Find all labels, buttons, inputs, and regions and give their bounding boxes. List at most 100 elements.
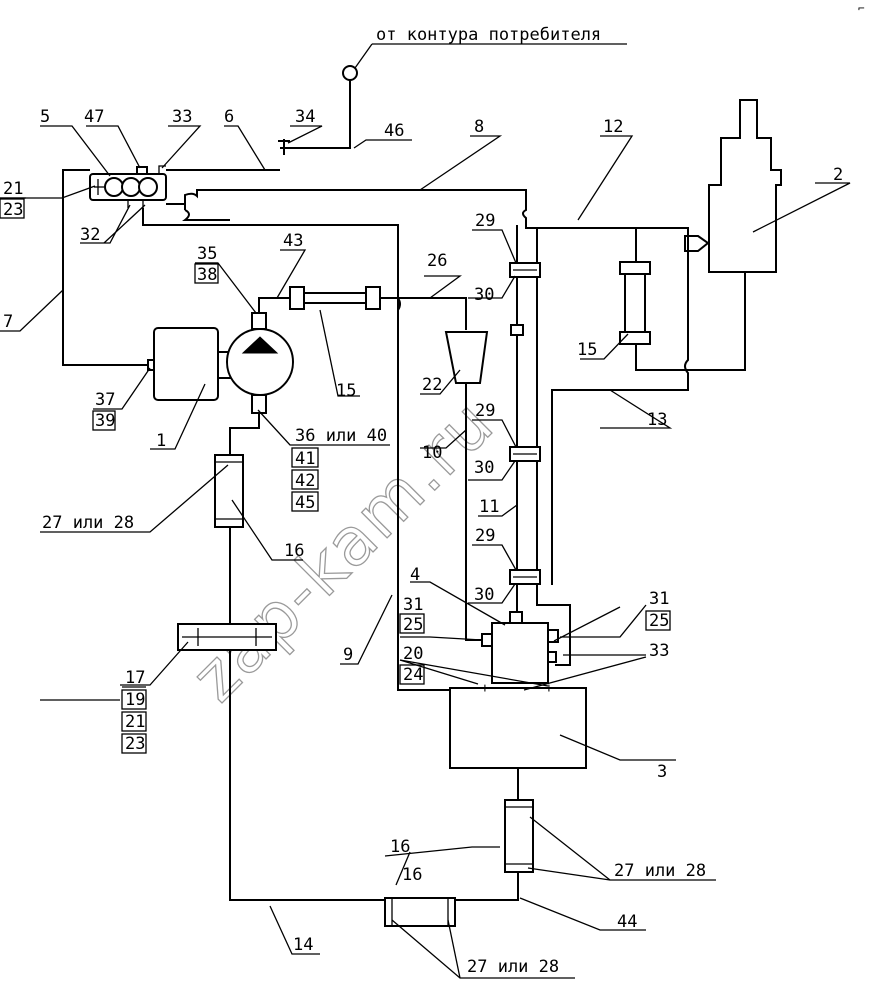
expansion-tank-22 [444, 331, 489, 384]
label-14: 14 [293, 935, 313, 955]
label-45: 45 [295, 493, 315, 513]
title-leader [354, 43, 373, 69]
label-39: 39 [95, 411, 115, 431]
pipe-11-outer [536, 228, 571, 666]
label-37: 37 [95, 390, 115, 410]
pipe-26 [380, 297, 467, 691]
label-21-a: 21 [3, 179, 23, 199]
label-32: 32 [80, 225, 100, 245]
label-27-28-a: 27 или 28 [42, 513, 134, 533]
label-47: 47 [84, 107, 104, 127]
label-13: 13 [647, 410, 667, 430]
filter-16-a [214, 454, 244, 528]
label-35: 35 [197, 244, 217, 264]
label-30-b: 30 [474, 458, 494, 478]
label-33-b: 33 [649, 641, 669, 661]
label-34: 34 [295, 107, 315, 127]
label-9: 9 [343, 645, 353, 665]
sightglass-29-30-b [509, 446, 541, 462]
label-7: 7 [3, 312, 13, 332]
label-1: 1 [156, 431, 166, 451]
filter-15-pump-line [289, 286, 381, 310]
label-8: 8 [474, 117, 484, 137]
label-16-c: 16 [402, 865, 422, 885]
label-23-a: 23 [3, 200, 23, 220]
sensor-on-pipe-11 [510, 324, 524, 336]
filter-16-c [384, 897, 456, 927]
boiler-2-connector [684, 235, 710, 252]
label-41: 41 [295, 449, 315, 469]
label-31-a: 31 [403, 595, 423, 615]
block-4 [491, 622, 549, 684]
label-30-c: 30 [474, 585, 494, 605]
label-42: 42 [295, 471, 315, 491]
label-29-a: 29 [475, 211, 495, 231]
pipe-44-lower [455, 872, 519, 901]
sightglass-29-30-c [509, 569, 541, 585]
label-10: 10 [422, 443, 442, 463]
label-23-b: 23 [125, 734, 145, 754]
heater-17 [177, 623, 277, 651]
label-5: 5 [40, 107, 50, 127]
label-11: 11 [479, 497, 499, 517]
labels: 1 2 3 4 5 6 7 8 9 10 11 12 13 14 15 15 1… [3, 107, 843, 977]
valve-34 [278, 139, 290, 155]
tank-3 [449, 687, 587, 769]
label-46: 46 [384, 121, 404, 141]
label-4: 4 [410, 565, 420, 585]
pump-outlet-35 [251, 312, 267, 330]
label-12: 12 [603, 117, 623, 137]
label-29-b: 29 [475, 401, 495, 421]
plus-mark-right: + [545, 681, 553, 696]
filter-16-b [504, 799, 534, 873]
label-29-c: 29 [475, 526, 495, 546]
boiler-2 [708, 99, 782, 273]
plus-mark-left: + [481, 681, 489, 696]
label-6: 6 [224, 107, 234, 127]
motor-1 [153, 327, 219, 401]
label-27-28-b: 27 или 28 [614, 861, 706, 881]
label-33-a: 33 [172, 107, 192, 127]
label-17: 17 [125, 668, 145, 688]
label-25-b: 25 [649, 611, 669, 631]
label-16-b: 16 [390, 837, 410, 857]
consumer-connection-point [342, 65, 358, 81]
label-36-or-40: 36 или 40 [295, 426, 387, 446]
corner-mark: ⌐ [858, 2, 865, 15]
port-31-right [547, 629, 559, 643]
pump-direction-icon [241, 336, 279, 354]
sightglass-29-30-a [509, 262, 541, 278]
pipe-8-lower [182, 209, 230, 221]
port-33-right [547, 651, 557, 663]
label-16-a: 16 [284, 541, 304, 561]
label-2: 2 [833, 165, 843, 185]
label-27-28-c: 27 или 28 [467, 957, 559, 977]
label-31-b: 31 [649, 589, 669, 609]
pipe-8 [184, 189, 689, 250]
pipe-7 [62, 169, 150, 366]
label-15-pump-line: 15 [336, 381, 356, 401]
label-15-boiler-loop: 15 [577, 340, 597, 360]
label-43: 43 [283, 231, 303, 251]
label-30-a: 30 [474, 285, 494, 305]
leader-lines [0, 125, 851, 979]
label-underlines [0, 197, 671, 754]
label-21-b: 21 [125, 712, 145, 732]
filter-15-boiler-loop [619, 228, 690, 371]
label-38: 38 [197, 265, 217, 285]
label-22: 22 [422, 375, 442, 395]
pipe-46 [280, 80, 351, 149]
port-31-left [481, 633, 493, 647]
valve-block-5 [89, 165, 167, 208]
sensor-37 [147, 359, 155, 371]
label-44: 44 [617, 912, 637, 932]
label-25-a: 25 [403, 615, 423, 635]
title-consumer-circuit: от контура потребителя [376, 25, 601, 45]
label-26: 26 [427, 251, 447, 271]
pipe-boiler-return [690, 272, 746, 371]
pipe-pump-suction [229, 413, 385, 901]
pipe-43 [258, 297, 290, 313]
pipe-12-riser [551, 250, 689, 585]
port-top-block-4 [509, 611, 523, 624]
